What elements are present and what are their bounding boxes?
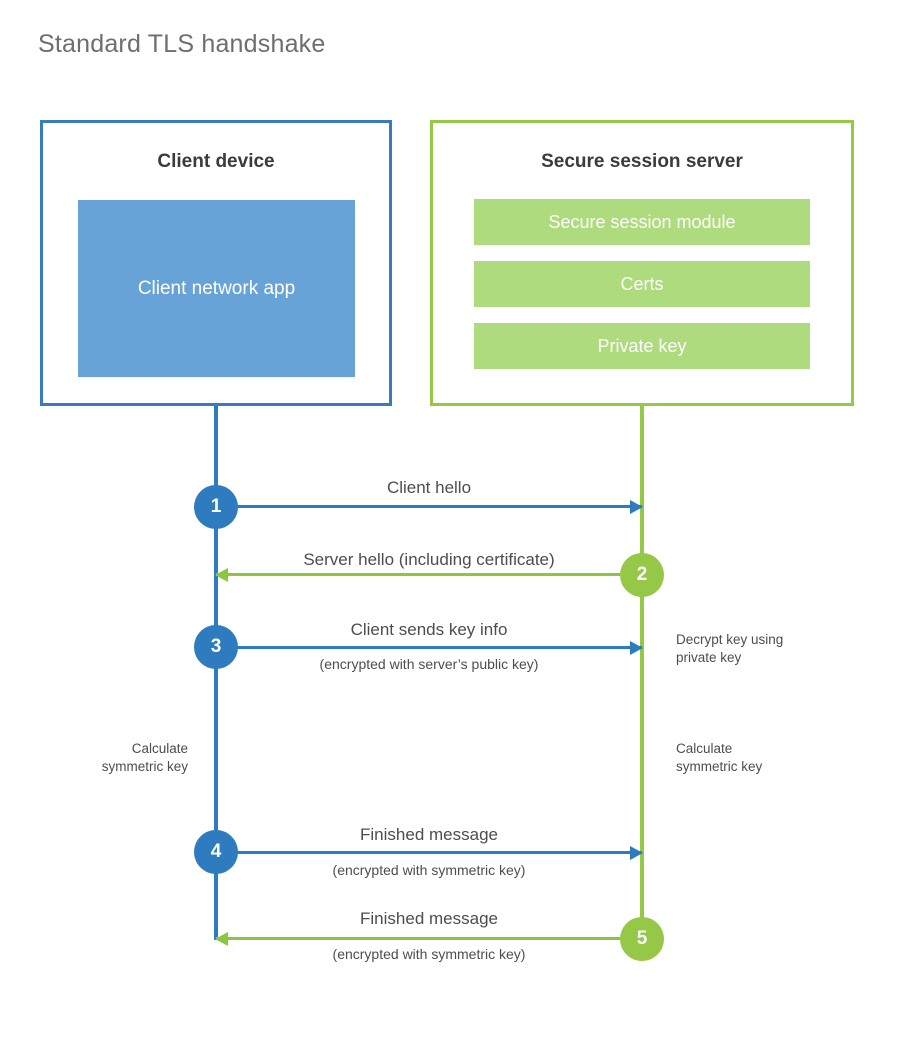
- step-4-label: Finished message: [360, 825, 498, 844]
- step-1-arrow: [216, 499, 643, 514]
- client-lifeline: [214, 406, 218, 940]
- step-1-arrow-shaft: [216, 505, 642, 508]
- annotation-decrypt-key: Decrypt key using private key: [676, 632, 784, 665]
- step-5-arrow-shaft: [216, 937, 642, 940]
- annotation-client-calculate-symmetric-key: Calculate symmetric key: [101, 741, 188, 774]
- annotation-server-calculate-symmetric-key: Calculate symmetric key: [676, 741, 763, 774]
- step-5-sublabel: (encrypted with symmetric key): [332, 946, 526, 962]
- step-3-label: Client sends key info: [350, 620, 508, 639]
- step-5-label: Finished message: [360, 909, 498, 928]
- step-1-marker[interactable]: 1: [194, 485, 238, 529]
- step-3-arrow-shaft: [216, 646, 642, 649]
- client-device-title: Client device: [157, 151, 275, 172]
- step-1-label: Client hello: [386, 478, 472, 497]
- step-5-arrow-head: [215, 931, 228, 946]
- server-lifeline: [640, 406, 644, 940]
- server-component-secure-session-module: Secure session module: [474, 199, 810, 245]
- step-2-arrow-head: [215, 567, 228, 582]
- step-2-marker[interactable]: 2: [620, 553, 664, 597]
- server-component-private-key: Private key: [474, 323, 810, 369]
- step-2-label: Server hello (including certificate): [303, 550, 555, 569]
- secure-session-server-title: Secure session server: [541, 151, 743, 172]
- step-3-arrow: [216, 640, 643, 655]
- page-title: Standard TLS handshake: [38, 30, 326, 58]
- client-network-app-block: Client network app: [78, 200, 355, 377]
- step-3-arrow-head: [630, 640, 643, 655]
- server-component-certs: Certs: [474, 261, 810, 307]
- step-3-marker[interactable]: 3: [194, 625, 238, 669]
- step-4-arrow-head: [630, 845, 643, 860]
- server-component-stack: Secure session module Certs Private key: [474, 199, 810, 369]
- step-5-arrow: [215, 931, 642, 946]
- secure-session-server-box: Secure session server Secure session mod…: [430, 120, 854, 406]
- step-3-sublabel: (encrypted with server’s public key): [319, 656, 539, 672]
- step-4-arrow-shaft: [216, 851, 642, 854]
- step-4-sublabel: (encrypted with symmetric key): [332, 862, 526, 878]
- step-2-arrow: [215, 567, 642, 582]
- step-1-arrow-head: [630, 499, 643, 514]
- step-5-marker[interactable]: 5: [620, 917, 664, 961]
- step-2-arrow-shaft: [216, 573, 642, 576]
- client-device-box: Client device Client network app: [40, 120, 392, 406]
- step-4-arrow: [216, 845, 643, 860]
- step-4-marker[interactable]: 4: [194, 830, 238, 874]
